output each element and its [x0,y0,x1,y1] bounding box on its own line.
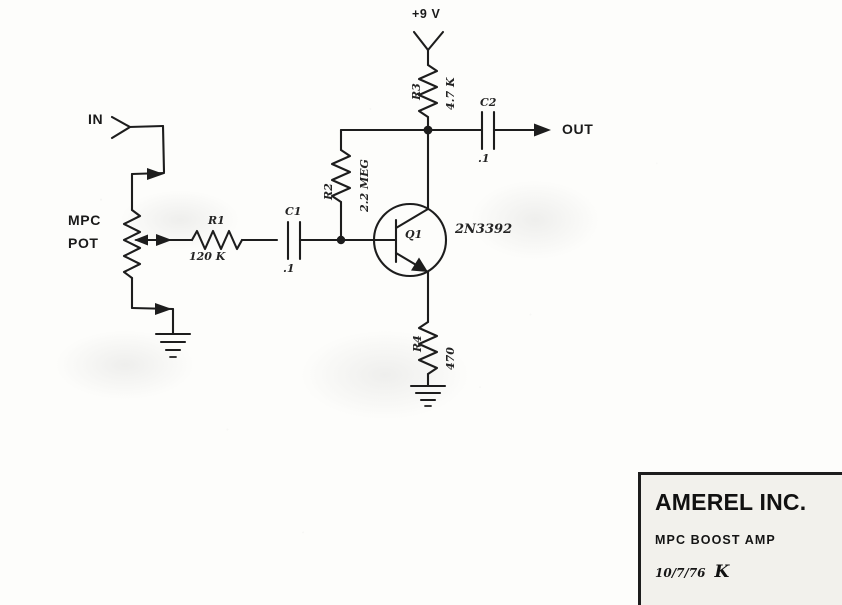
pot-label-line2: POT [68,235,99,251]
capacitor-c1-symbol [286,220,343,261]
wire-pot-to-ground [130,276,175,335]
resistor-r3-symbol [417,48,439,132]
input-label: IN [88,111,104,127]
resistor-r4-symbol [417,313,439,387]
capacitor-c2-symbol [480,110,496,151]
resistor-r3-ref: R3 [410,83,423,100]
capacitor-c2-ref: C2 [480,96,497,109]
resistor-r1-value: 120 K [189,250,226,263]
approver-initials: K [714,562,730,582]
capacitor-c2-value: .1 [478,152,490,165]
resistor-r4-value: 470 [444,347,457,370]
input-connector-symbol [110,115,132,140]
node-base-junction [336,204,373,245]
supply-connector-symbol [412,30,445,52]
capacitor-c1-ref: C1 [285,205,302,218]
transistor-q1-ref: Q1 [405,228,423,241]
resistor-r4-ref: R4 [411,335,424,352]
resistor-r1-ref: R1 [208,214,225,227]
output-label: OUT [562,121,594,137]
drawing-title: MPC BOOST AMP [655,533,776,547]
drawing-date: 10/7/76 [655,566,706,580]
resistor-r1-symbol [184,229,279,251]
resistor-r2-ref: R2 [322,183,335,200]
pot-label-line1: MPC [68,212,101,228]
ground-symbol-emitter [409,384,447,407]
wire-input-to-pot [127,124,166,212]
supply-label: +9 V [412,7,441,21]
transistor-q1-value: 2N3392 [455,222,513,237]
drawing-date-line: 10/7/76 K [655,562,842,582]
company-name: AMEREL INC. [655,489,807,515]
resistor-r2-symbol [330,128,430,208]
ground-symbol-input [154,332,192,358]
resistor-r3-value: 4.7 K [444,77,457,110]
mpc-potentiometer-symbol [122,208,188,280]
transistor-q1-symbol [369,128,448,317]
title-block: AMEREL INC. MPC BOOST AMP 10/7/76 K [638,472,842,605]
resistor-r2-value: 2.2 MEG [358,159,371,212]
capacitor-c1-value: .1 [283,262,295,275]
wire-output [492,123,551,137]
